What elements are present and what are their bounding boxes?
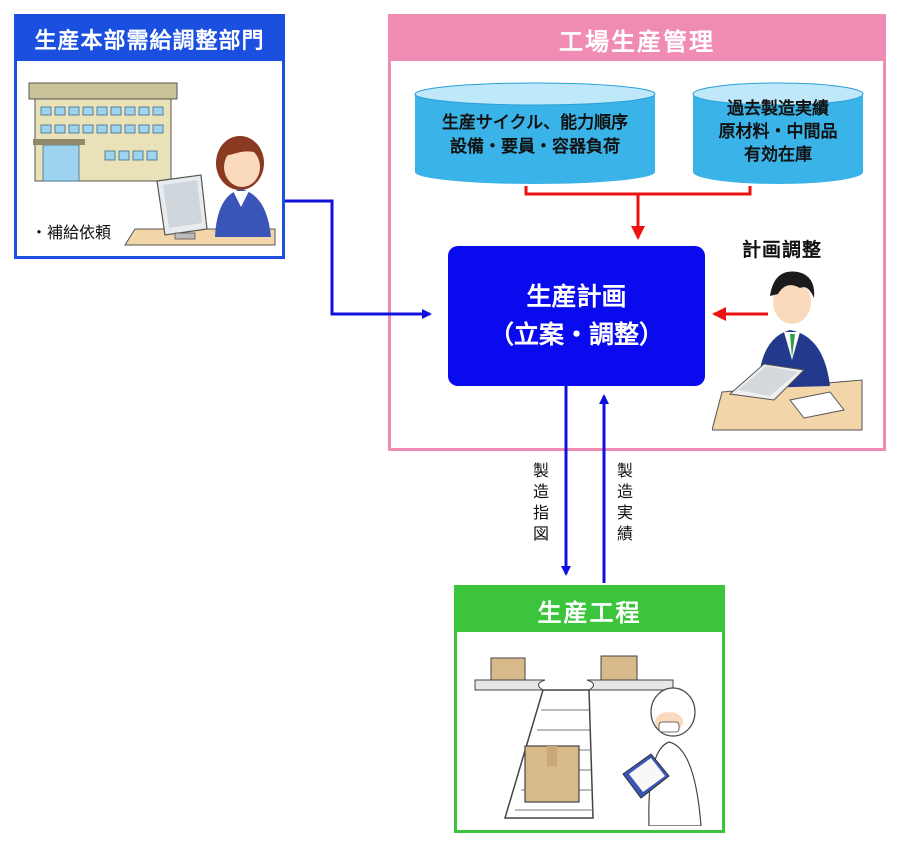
capacity-db-line2: 設備・要員・容器負荷 bbox=[450, 137, 620, 157]
production-plan-subtitle: （立案・調整） bbox=[488, 320, 664, 349]
manufacturing-results-label: 製造実績 bbox=[616, 461, 633, 543]
hq-to-plan-arrow bbox=[285, 199, 432, 319]
plan-adjustment-label: 計画調整 bbox=[742, 239, 823, 261]
inventory-database: 過去製造実績 原材料・中間品 有効在庫 bbox=[692, 82, 864, 186]
manufacturing-order-label: 製造指図 bbox=[532, 461, 549, 543]
office-worker-illustration bbox=[28, 82, 276, 246]
hq-department-title: 生産本部需給調整部門 bbox=[17, 17, 282, 61]
hq-department-box: 生産本部需給調整部門 ・補給依頼 bbox=[14, 14, 285, 259]
capacity-db-line1: 生産サイクル、能力順序 bbox=[441, 113, 629, 133]
databases-to-plan-arrow bbox=[524, 186, 752, 196]
inventory-db-line1: 過去製造実績 bbox=[727, 99, 829, 119]
production-plan-title: 生産計画 bbox=[526, 282, 627, 311]
factory-management-title: 工場生産管理 bbox=[391, 17, 883, 61]
planner-illustration bbox=[712, 271, 863, 431]
production-process-title: 生産工程 bbox=[457, 588, 722, 632]
replenishment-request-note: ・補給依頼 bbox=[31, 223, 112, 242]
production-line-illustration bbox=[474, 655, 702, 826]
production-process-box: 生産工程 bbox=[454, 585, 725, 833]
inventory-db-line2: 原材料・中間品 bbox=[718, 122, 838, 142]
inventory-db-line3: 有効在庫 bbox=[744, 145, 812, 165]
capacity-database: 生産サイクル、能力順序 設備・要員・容器負荷 bbox=[414, 82, 656, 186]
production-plan-box: 生産計画 （立案・調整） bbox=[448, 246, 705, 386]
